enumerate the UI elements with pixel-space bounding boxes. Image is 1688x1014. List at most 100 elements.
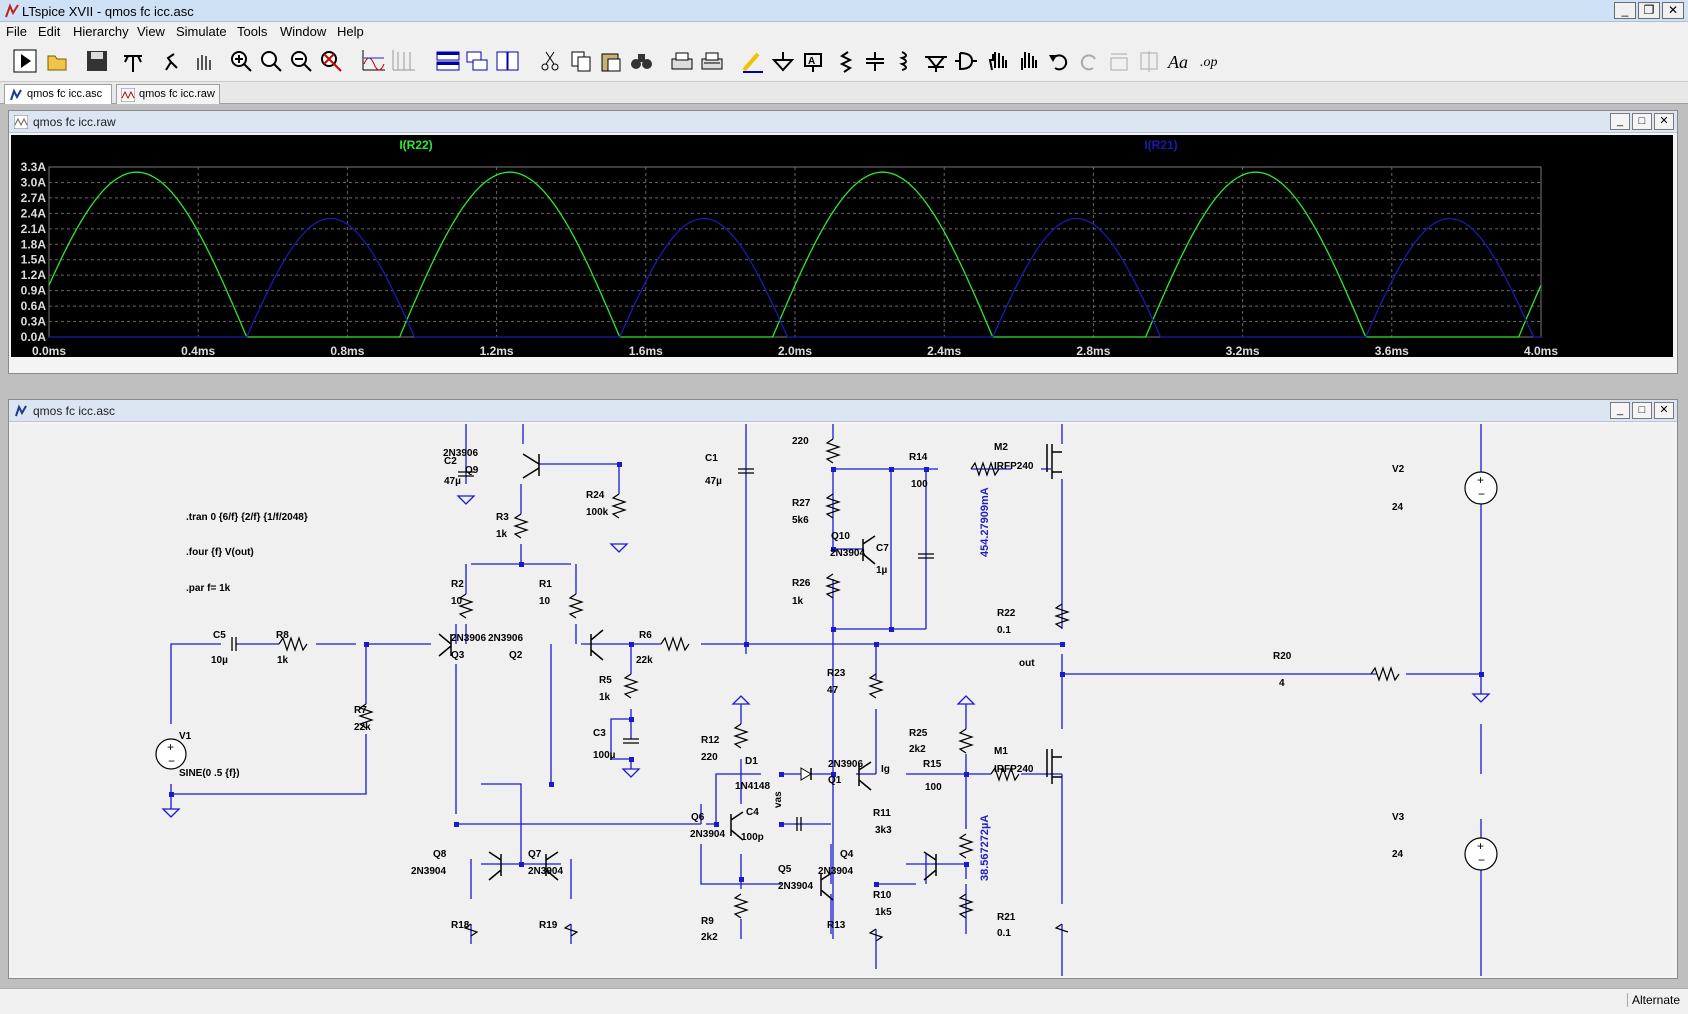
minimize-button[interactable]: _ <box>1610 113 1630 130</box>
menu-edit[interactable]: Edit <box>38 24 61 39</box>
q9-value: 2N3906 <box>443 448 478 459</box>
menu-hierarchy[interactable]: Hierarchy <box>73 24 129 39</box>
print-icon[interactable] <box>671 52 693 70</box>
grid-icon[interactable] <box>392 50 415 71</box>
spice-directive-icon[interactable]: .op <box>1200 55 1218 70</box>
transistors <box>438 444 1062 901</box>
zoom-out-icon[interactable] <box>291 51 312 72</box>
halt-icon[interactable] <box>165 53 178 71</box>
document-tabs: qmos fc icc.asc qmos fc icc.raw <box>0 82 1688 104</box>
r7-ref: R7 <box>354 705 367 716</box>
r20-ref: R20 <box>1273 651 1292 662</box>
menu-window[interactable]: Window <box>280 24 327 39</box>
svg-text:−: − <box>1478 487 1485 501</box>
source-polarity: +− +− +− <box>167 473 1485 867</box>
tab-schematic[interactable]: qmos fc icc.asc <box>4 84 112 104</box>
directive-param[interactable]: .par f= 1k <box>186 583 231 594</box>
menu-help[interactable]: Help <box>337 24 364 39</box>
r21-ref: R21 <box>997 912 1016 923</box>
r8-ref: R8 <box>276 630 289 641</box>
q2-value: 2N3906 <box>488 633 523 644</box>
mirror-icon[interactable] <box>1140 51 1158 72</box>
minimize-button[interactable]: _ <box>1614 2 1636 19</box>
x-tick-label: 3.2ms <box>1226 344 1260 357</box>
directive-four[interactable]: .four {f} V(out) <box>186 547 254 558</box>
q5-value: 2N3904 <box>778 881 813 892</box>
tab-waveform[interactable]: qmos fc icc.raw <box>116 84 220 104</box>
drag-icon[interactable] <box>1021 52 1037 70</box>
close-button[interactable]: ✕ <box>1654 402 1674 419</box>
open-icon[interactable] <box>47 55 67 71</box>
run-icon[interactable] <box>13 49 37 73</box>
menu-view[interactable]: View <box>137 24 165 39</box>
draw-wire-icon[interactable] <box>742 52 763 73</box>
redo-icon[interactable] <box>1080 54 1096 71</box>
q7-ref: Q7 <box>528 849 542 860</box>
m1-value: IRFP240 <box>994 764 1034 775</box>
v3-value: 24 <box>1392 849 1404 860</box>
r27-ref: R27 <box>792 498 811 509</box>
plot-window-titlebar[interactable]: qmos fc icc.raw _ □ ✕ <box>9 111 1677 133</box>
r7-value: 22k <box>354 722 371 733</box>
copy-icon[interactable] <box>571 51 591 72</box>
text-icon[interactable]: Aa <box>1167 52 1188 72</box>
restore-button[interactable]: ❐ <box>1638 2 1660 19</box>
diode-icon[interactable] <box>925 56 947 72</box>
menu-file[interactable]: File <box>6 24 27 39</box>
inductor-icon[interactable] <box>899 51 907 71</box>
menu-simulate[interactable]: Simulate <box>176 24 227 39</box>
x-tick-label: 0.8ms <box>330 344 364 357</box>
cascade-icon[interactable] <box>466 51 488 71</box>
zoom-fit-icon[interactable] <box>321 51 342 72</box>
schematic-canvas[interactable]: +− +− +− .tran 0 {6/f} {2/f} {1/f/2048} … <box>11 424 1673 976</box>
pan-icon[interactable] <box>197 55 211 70</box>
rotate-icon[interactable] <box>1110 53 1128 71</box>
r23-ref: R23 <box>827 668 846 679</box>
m2-ref: M2 <box>994 442 1008 453</box>
c1-ref: C1 <box>705 453 718 464</box>
save-icon[interactable] <box>87 51 107 71</box>
paste-icon[interactable] <box>601 53 621 72</box>
r11-value: 3k3 <box>875 825 892 836</box>
find-icon[interactable] <box>631 54 652 69</box>
autorange-icon[interactable] <box>362 50 385 71</box>
maximize-button[interactable]: □ <box>1632 113 1652 130</box>
capacitor-icon[interactable] <box>866 52 884 71</box>
junction-dots <box>169 462 1484 887</box>
menu-tools[interactable]: Tools <box>237 24 268 39</box>
zoom-area-icon[interactable] <box>261 51 282 72</box>
move-icon[interactable] <box>988 52 1007 71</box>
svg-text:−: − <box>1478 853 1485 867</box>
control-panel-icon[interactable] <box>124 55 142 72</box>
maximize-button[interactable]: □ <box>1632 402 1652 419</box>
r20-value: 4 <box>1279 678 1285 689</box>
schematic-window-titlebar[interactable]: qmos fc icc.asc _ □ ✕ <box>9 400 1677 422</box>
resistor-icon[interactable] <box>839 51 853 73</box>
x-tick-label: 3.6ms <box>1375 344 1409 357</box>
zoom-in-icon[interactable] <box>231 51 252 72</box>
resistors <box>278 438 1400 942</box>
print-setup-icon[interactable] <box>701 52 723 70</box>
legend-entry: I(R21) <box>1144 138 1177 152</box>
tile-v-icon[interactable] <box>496 51 519 71</box>
component-icon[interactable] <box>955 52 977 71</box>
c2-value: 47µ <box>444 476 461 487</box>
directive-tran[interactable]: .tran 0 {6/f} {2/f} {1/f/2048} <box>186 512 308 523</box>
tile-h-icon[interactable] <box>436 51 460 71</box>
close-button[interactable]: ✕ <box>1654 113 1674 130</box>
label-net-icon[interactable]: A <box>804 53 822 72</box>
plot-window-title: qmos fc icc.raw <box>33 115 116 129</box>
cut-icon[interactable] <box>541 51 559 71</box>
q6-ref: Q6 <box>691 812 705 823</box>
ground-icon[interactable] <box>771 52 795 72</box>
q2-ref: Q2 <box>509 650 523 661</box>
undo-icon[interactable] <box>1049 54 1068 71</box>
minimize-button[interactable]: _ <box>1610 402 1630 419</box>
q8-ref: Q8 <box>433 849 447 860</box>
close-button[interactable]: ✕ <box>1662 2 1684 19</box>
r21-value: 0.1 <box>997 928 1011 939</box>
schematic-window: qmos fc icc.asc _ □ ✕ <box>8 399 1678 979</box>
